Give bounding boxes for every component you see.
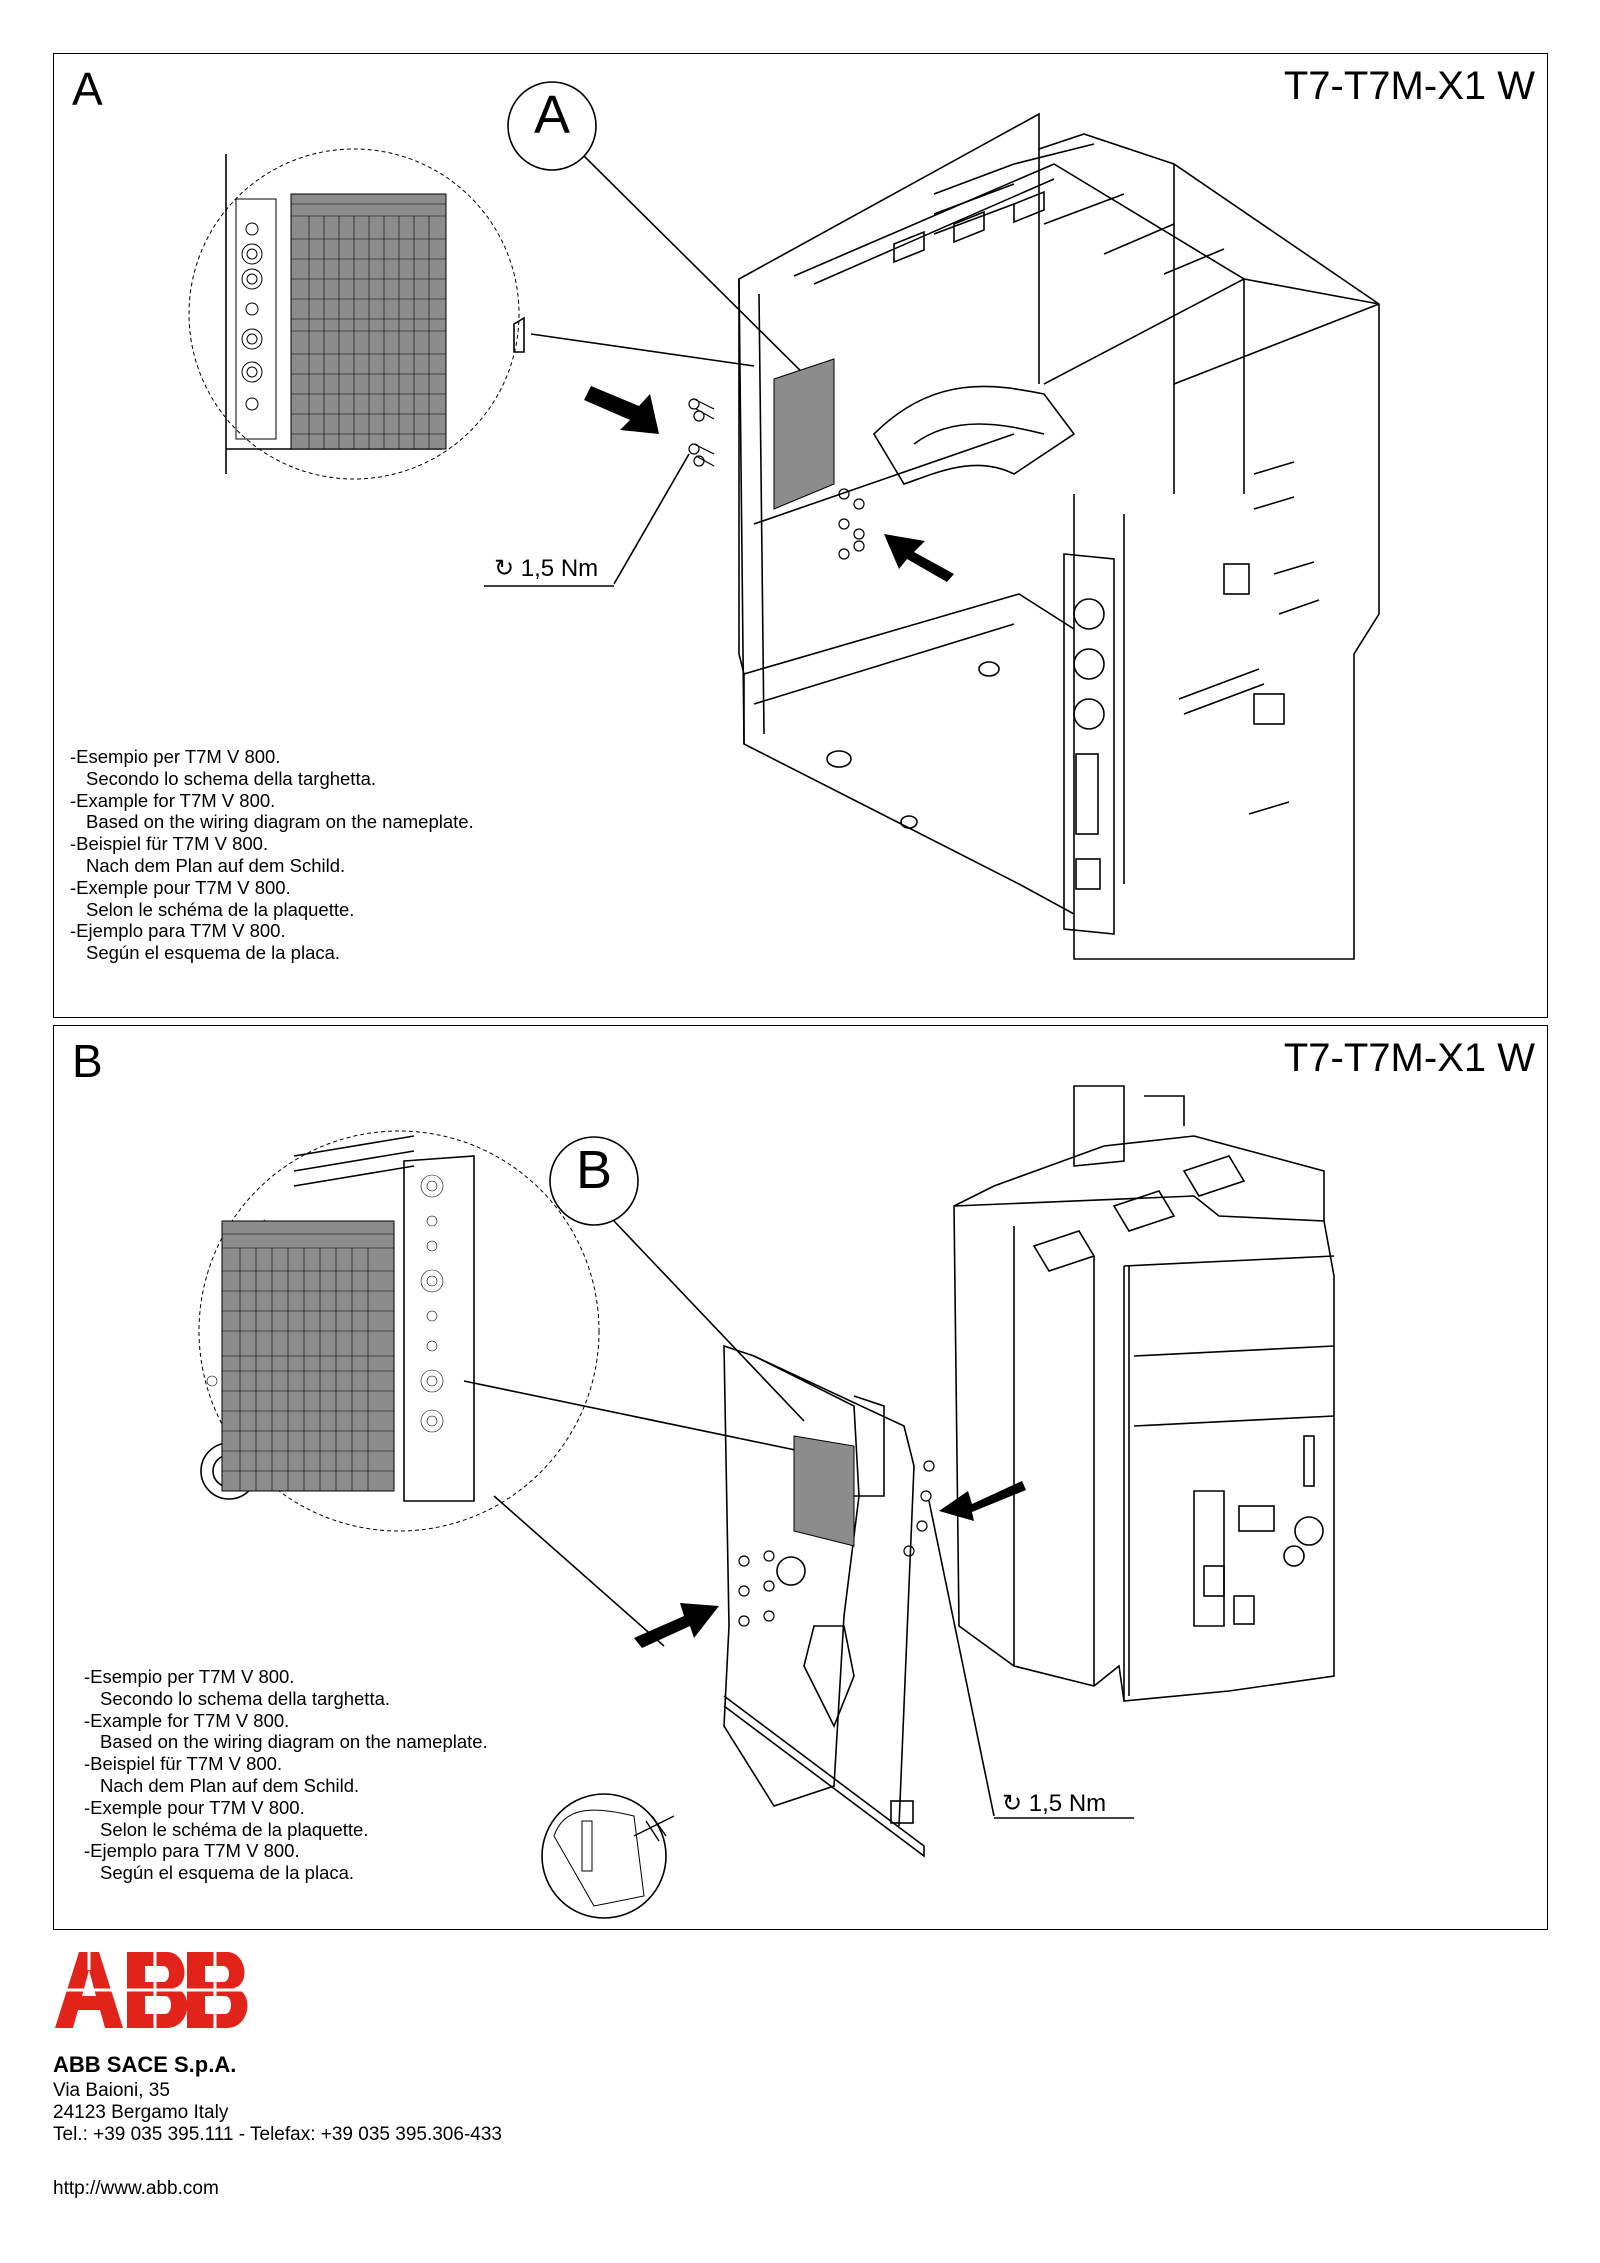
arrow-icon: [584, 386, 954, 582]
notes-block-a: -Esempio per T7M V 800. Secondo lo schem…: [70, 746, 474, 964]
model-title: T7-T7M-X1 W: [1283, 1036, 1535, 1080]
torque-label: ↻ 1,5 Nm: [1002, 1790, 1107, 1817]
phone-line: Tel.: +39 035 395.111 - Telefax: +39 035…: [53, 2124, 502, 2145]
note-line: Based on the wiring diagram on the namep…: [86, 811, 474, 833]
panel-letter: A: [72, 63, 103, 115]
panel-a: A T7-T7M-X1 W: [53, 53, 1548, 1018]
panel-letter: B: [72, 1035, 103, 1087]
note-line: Según el esquema de la placa.: [86, 942, 341, 964]
note-line: -Esempio per T7M V 800.: [70, 746, 281, 767]
wiring-illustration-b: [198, 1085, 1335, 1919]
address-line: 24123 Bergamo Italy: [53, 2102, 229, 2123]
note-line: -Exemple pour T7M V 800.: [84, 1796, 305, 1818]
note-line: Nach dem Plan auf dem Schild.: [100, 1774, 360, 1796]
panel-b: B T7-T7M-X1 W: [53, 1025, 1548, 1930]
website-link[interactable]: http://www.abb.com: [53, 2178, 219, 2199]
detail-circle: [198, 1130, 600, 1532]
callout-letter-a: A: [533, 85, 571, 145]
note-line: -Exemple pour T7M V 800.: [70, 876, 291, 898]
callout-circle-a: [507, 81, 597, 171]
wiring-illustration-a: [188, 81, 1380, 960]
note-line: Selon le schéma de la plaquette.: [86, 898, 355, 920]
rotation-icon: ↻: [1002, 1790, 1023, 1817]
abb-logo: [55, 1950, 255, 2030]
screw-group: [738, 1460, 935, 1627]
nameplate-grid: [291, 203, 446, 449]
nameplate-grid: [206, 1174, 444, 1491]
note-line: Secondo lo schema della targhetta.: [86, 767, 377, 789]
callout-letter-b: B: [575, 1140, 613, 1200]
note-line: Based on the wiring diagram on the namep…: [100, 1731, 488, 1753]
note-line: Selon le schéma de la plaquette.: [100, 1818, 369, 1840]
note-line: Secondo lo schema della targhetta.: [100, 1687, 391, 1709]
torque-label: ↻ 1,5 Nm: [494, 555, 599, 582]
callout-circle-b: [549, 1136, 639, 1226]
note-line: -Beispiel für T7M V 800.: [70, 833, 269, 855]
note-line: Según el esquema de la placa.: [100, 1862, 355, 1884]
note-line: -Esempio per T7M V 800.: [84, 1666, 295, 1687]
arrow-icon: [634, 1481, 1026, 1648]
model-title: T7-T7M-X1 W: [1283, 64, 1535, 108]
note-line: -Beispiel für T7M V 800.: [84, 1753, 283, 1775]
notes-block-b: -Esempio per T7M V 800. Secondo lo schem…: [84, 1666, 488, 1884]
note-line: -Ejemplo para T7M V 800.: [70, 920, 286, 942]
company-name: ABB SACE S.p.A.: [53, 2052, 237, 2077]
note-line: Nach dem Plan auf dem Schild.: [86, 854, 346, 876]
note-line: -Ejemplo para T7M V 800.: [84, 1840, 300, 1862]
address-line: Via Baioni, 35: [53, 2080, 170, 2101]
detail-circle: [188, 148, 520, 480]
note-line: -Example for T7M V 800.: [84, 1709, 290, 1731]
note-line: -Example for T7M V 800.: [70, 789, 276, 811]
rotation-icon: ↻: [494, 555, 515, 582]
screw-group: [688, 398, 865, 560]
